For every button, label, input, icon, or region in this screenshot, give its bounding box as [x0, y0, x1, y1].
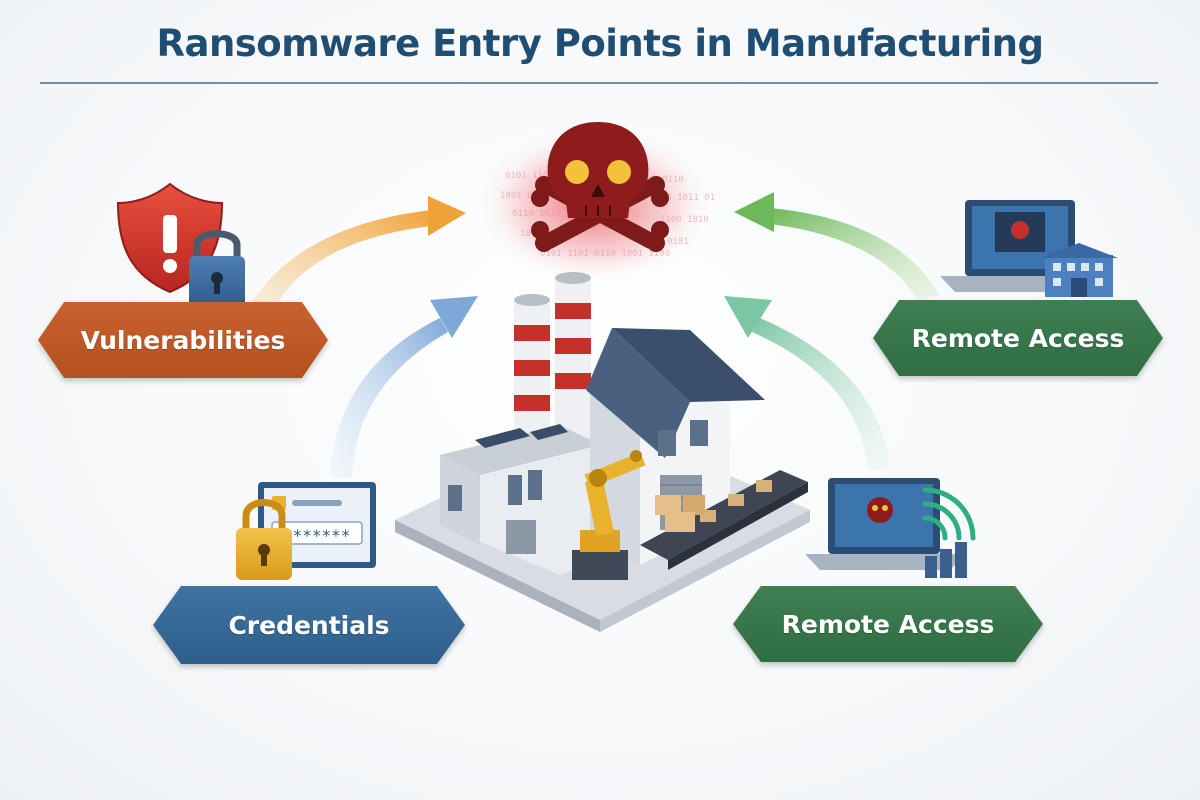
laptop-building-icon [940, 200, 1118, 297]
svg-text:0101 1101 0110 1001 1100: 0101 1101 0110 1001 1100 [540, 249, 670, 259]
svg-text:0101 1100 01: 0101 1100 01 [505, 171, 570, 181]
label-credentials: Credentials [153, 586, 465, 664]
arrow-vulnerabilities-to-threat [250, 196, 466, 312]
label-text: Credentials [228, 610, 390, 640]
arrow-remote-access-top-to-threat [734, 192, 940, 300]
svg-text:0110 1011 01: 0110 1011 01 [650, 193, 715, 203]
label-text: Vulnerabilities [80, 325, 286, 355]
title-divider [40, 82, 1158, 84]
arrow-remote-access-bottom-to-factory [724, 296, 890, 470]
smokestack [514, 272, 591, 450]
shield-lock-icon [116, 182, 245, 308]
page-title: Ransomware Entry Points in Manufacturing [156, 22, 1044, 65]
label-remote-access-bottom: Remote Access [733, 586, 1043, 662]
label-text: Remote Access [911, 323, 1125, 353]
svg-text:1100 1010: 1100 1010 [660, 215, 709, 225]
svg-text:0110 1010: 0110 1010 [512, 209, 561, 219]
cargo-boxes [655, 495, 705, 532]
login-form-lock-icon: ******* [236, 482, 376, 580]
robot-arm [572, 450, 646, 580]
factory-illustration [395, 272, 810, 632]
password-field-mask: ******* [283, 526, 350, 545]
label-text: Remote Access [781, 609, 995, 639]
svg-text:1001 0011: 1001 0011 [500, 191, 549, 201]
arrow-credentials-to-factory [330, 296, 478, 478]
laptop-wifi-icon [805, 478, 976, 578]
label-vulnerabilities: Vulnerabilities [38, 302, 328, 378]
label-remote-access-top: Remote Access [873, 300, 1163, 376]
